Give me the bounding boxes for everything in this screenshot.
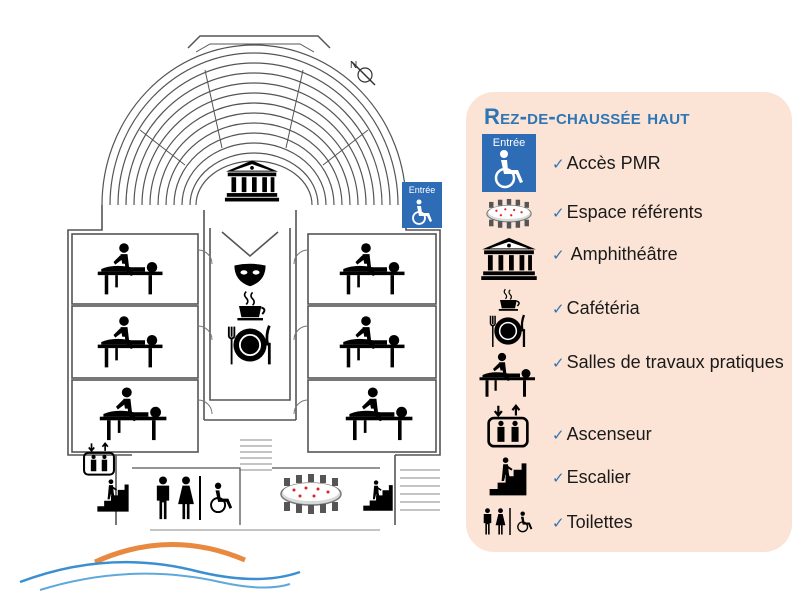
legend-item-cafeteria: ✓Cafétéria: [478, 288, 788, 350]
legend-item-toilets: ✓Toilettes: [478, 506, 788, 538]
massage-table-icon: [99, 387, 167, 441]
svg-text:Entrée: Entrée: [493, 137, 525, 149]
amphitheater-icon: [480, 236, 538, 280]
legend-item-elevator: ✓Ascenseur: [478, 404, 788, 450]
amphitheater-icon: [224, 160, 280, 202]
check-icon: ✓: [552, 469, 565, 487]
legend-item-pmr: Entrée ✓Accès PMR: [478, 134, 788, 194]
plate-cutlery-icon: [227, 324, 271, 366]
accessible-entrance-icon: Entrée: [482, 134, 536, 192]
massage-table-icon: [345, 387, 413, 441]
massage-table-icon: [97, 316, 163, 368]
legend-label-toilets: Toilettes: [566, 512, 633, 532]
logo-waves: [19, 542, 301, 591]
mask-icon: [234, 263, 266, 287]
meeting-table-icon: [280, 473, 342, 515]
legend-title: Rez-de-chaussée haut: [484, 104, 690, 129]
cafeteria-icon: [486, 288, 532, 350]
legend-item-referents: ✓Espace référents: [478, 196, 788, 232]
legend-label-elevator: Ascenseur: [566, 424, 652, 444]
check-icon: ✓: [552, 204, 565, 222]
elevator-icon: [486, 404, 530, 448]
toilets-icon: [478, 508, 542, 535]
massage-table-icon: [339, 316, 405, 368]
massage-table-icon: [339, 243, 405, 295]
legend-label-tp: Salles de travaux pratiques: [566, 352, 784, 372]
meeting-table-icon: [480, 196, 538, 230]
check-icon: ✓: [552, 426, 565, 444]
compass-icon: N: [350, 60, 376, 86]
stairs-icon: [488, 456, 528, 498]
stairs-icon: [96, 478, 130, 513]
compass-letter: N: [350, 60, 357, 71]
massage-table-icon: [97, 243, 163, 295]
stairs-icon: [362, 479, 394, 512]
legend-item-stairs: ✓Escalier: [478, 456, 788, 500]
legend-item-tp: ✓Salles de travaux pratiques: [478, 352, 788, 402]
legend-label-referents: Espace référents: [566, 202, 703, 222]
entrance-label: Entrée: [409, 185, 436, 195]
check-icon: ✓: [552, 514, 565, 532]
elevator-icon: [82, 442, 116, 476]
check-icon: ✓: [552, 246, 565, 264]
massage-table-icon: [478, 352, 538, 398]
check-icon: ✓: [552, 354, 565, 372]
legend-label-amphi: Amphithéâtre: [570, 244, 678, 264]
legend-label-cafeteria: Cafétéria: [566, 298, 640, 318]
check-icon: ✓: [552, 300, 565, 318]
legend-label-pmr: Accès PMR: [566, 153, 661, 173]
legend-label-stairs: Escalier: [566, 467, 631, 487]
legend-item-amphi: ✓ Amphithéâtre: [478, 236, 788, 282]
check-icon: ✓: [552, 155, 565, 173]
coffee-cup-icon: [236, 290, 266, 322]
